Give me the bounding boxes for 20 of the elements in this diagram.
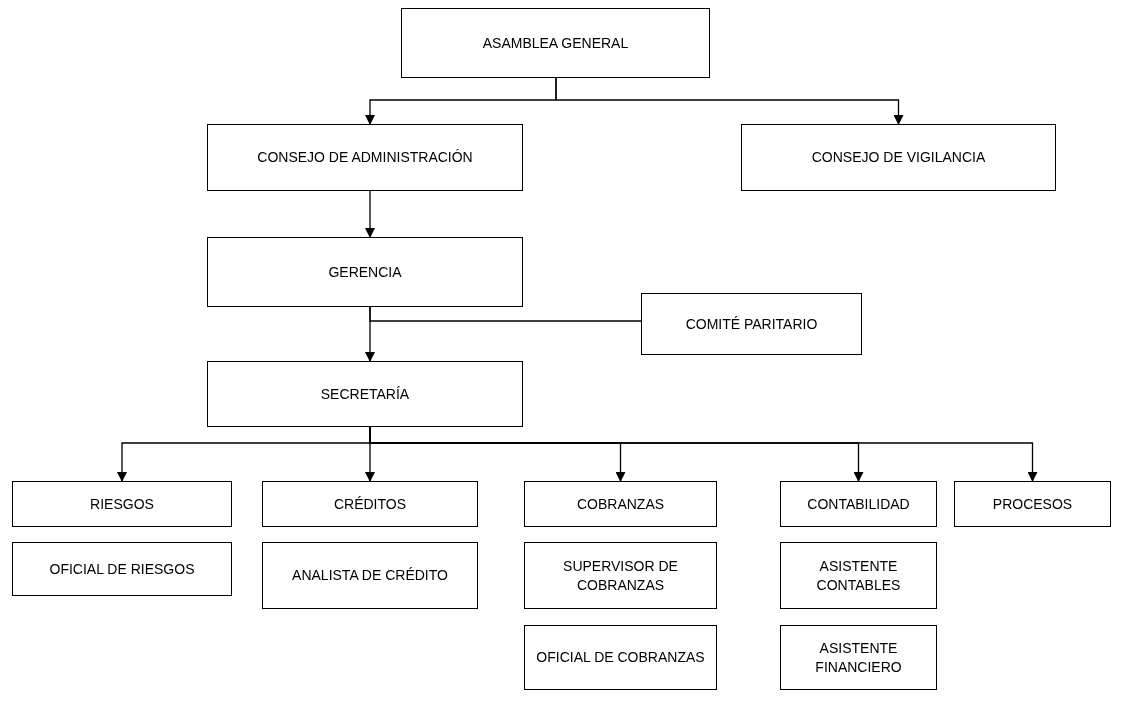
org-box: COBRANZAS (524, 481, 717, 527)
connector-line (369, 306, 642, 322)
arrow (555, 77, 904, 125)
org-box: CRÉDITOS (262, 481, 478, 527)
org-box: RIESGOS (12, 481, 232, 527)
org-box: ASAMBLEA GENERAL (401, 8, 710, 78)
arrow (365, 190, 375, 238)
org-box: ANALISTA DE CRÉDITO (262, 542, 478, 609)
org-box: ASISTENTE FINANCIERO (780, 625, 937, 690)
org-box: CONSEJO DE VIGILANCIA (741, 124, 1056, 191)
org-box: COMITÉ PARITARIO (641, 293, 862, 355)
org-box: CONTABILIDAD (780, 481, 937, 527)
org-box: GERENCIA (207, 237, 523, 307)
org-box: PROCESOS (954, 481, 1111, 527)
org-box: OFICIAL DE RIESGOS (12, 542, 232, 596)
org-box: SUPERVISOR DE COBRANZAS (524, 542, 717, 609)
org-box: ASISTENTE CONTABLES (780, 542, 937, 609)
org-box: CONSEJO DE ADMINISTRACIÓN (207, 124, 523, 191)
org-box: OFICIAL DE COBRANZAS (524, 625, 717, 690)
org-box: SECRETARÍA (207, 361, 523, 427)
